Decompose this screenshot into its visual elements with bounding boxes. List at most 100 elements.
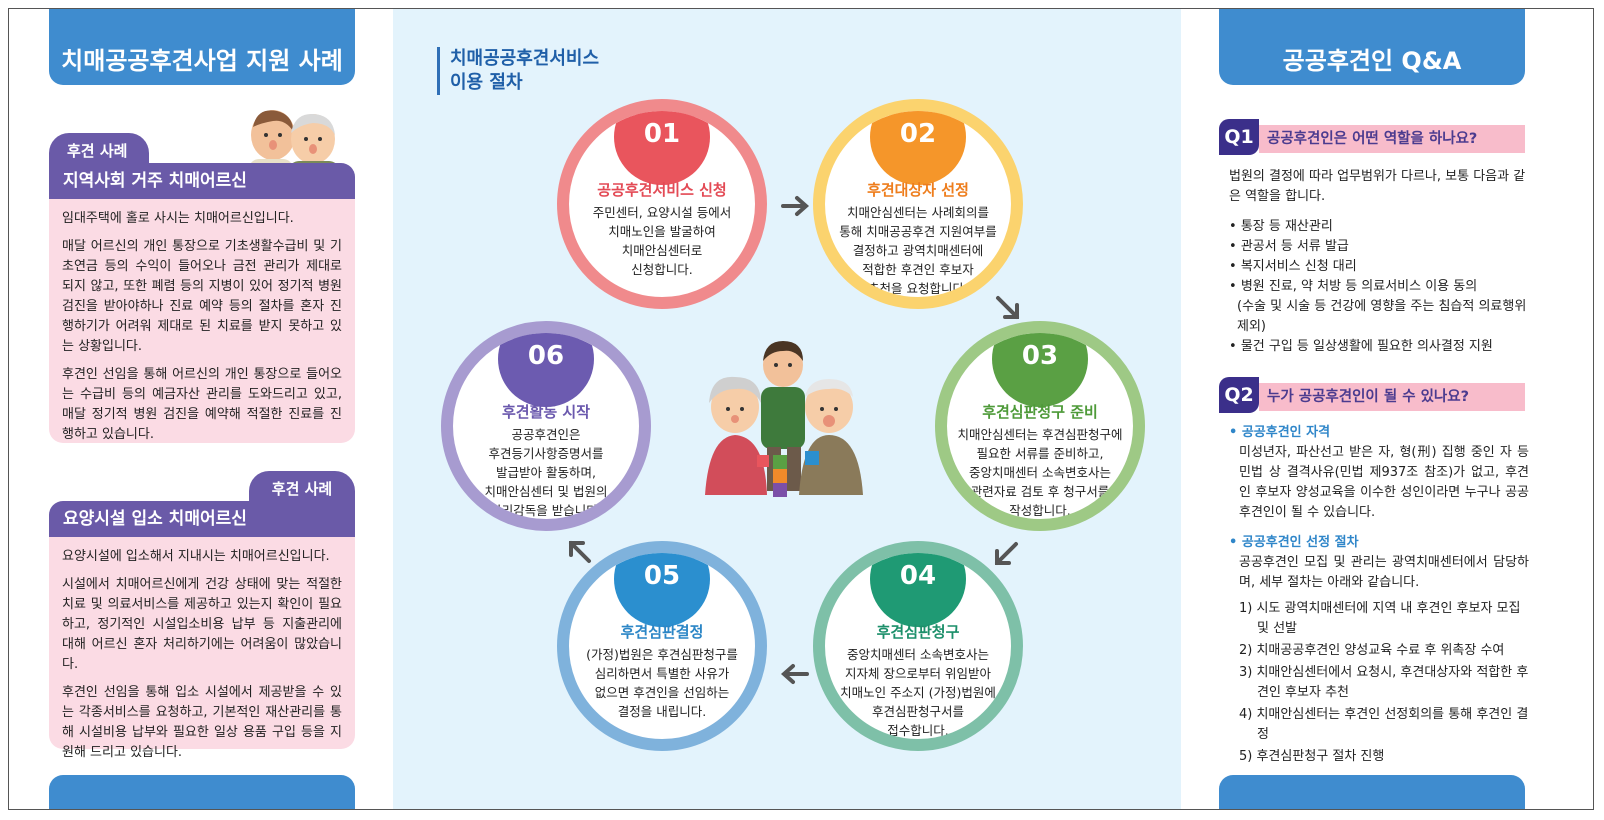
step-description: 공공후견인은 후견등기사항증명서를 발급받아 활동하며, 치매안심센터 및 법원… bbox=[461, 425, 631, 519]
case-panel-header: 치매공공후견사업 지원 사례 bbox=[49, 9, 355, 85]
list-item: 1) 시도 광역치매센터에 지역 내 후견인 후보자 모집 및 선발 bbox=[1239, 601, 1521, 636]
qa-panel-header: 공공후견인 Q&A bbox=[1219, 9, 1525, 85]
q1-answer: 법원의 결정에 따라 업무범위가 다르나, 보통 다음과 같은 역할을 합니다.… bbox=[1229, 167, 1529, 357]
case1-paragraph: 후견인 선임을 통해 어르신의 개인 통장으로 들어오는 수급비 등의 예금자산… bbox=[62, 367, 342, 442]
step-line: 후견등기사항증명서를 bbox=[488, 446, 604, 461]
q1-badge: Q1 bbox=[1219, 119, 1259, 155]
arrow-right-icon bbox=[781, 196, 810, 216]
step-line: 적합한 후견인 후보자 bbox=[862, 262, 974, 277]
step-05: 05 후견심판결정 (가정)법원은 후견심판청구를 심리하면서 특별한 사유가 … bbox=[557, 541, 767, 751]
case1-body: 임대주택에 홀로 사시는 치매어르신입니다. 매달 어르신의 개인 통장으로 기… bbox=[49, 199, 355, 443]
step-description: 치매안심센터는 후견심판청구에 필요한 서류를 준비하고, 중앙치매센터 소속변… bbox=[955, 425, 1125, 519]
step-number: 02 bbox=[870, 111, 966, 185]
procedure-title-line2: 이용 절차 bbox=[450, 72, 523, 93]
step-line: 공공후견인은 bbox=[511, 427, 581, 442]
step-description: 치매안심센터는 사례회의를 통해 치매공공후견 지원여부를 결정하고 광역치매센… bbox=[833, 203, 1003, 297]
arrow-left-icon bbox=[780, 664, 809, 684]
step-title: 후견활동 시작 bbox=[501, 403, 591, 421]
step-line: 신청합니다. bbox=[631, 262, 693, 277]
step-title: 후견대상자 선정 bbox=[867, 181, 969, 199]
step-line: 중앙치매센터 소속변호사는 bbox=[847, 647, 989, 662]
case-panel-footer-tab bbox=[49, 775, 355, 809]
step-01: 01 공공후견서비스 신청 주민센터, 요양시설 등에서 치매노인을 발굴하여 … bbox=[557, 99, 767, 309]
step-title: 후견심판결정 bbox=[620, 623, 704, 641]
q2-qualification-text: 미성년자, 파산선고 받은 자, 형(刑) 집행 중인 자 등 민법 상 결격사… bbox=[1239, 445, 1529, 520]
qa-panel: 공공후견인 Q&A Q1 공공후견인은 어떤 역할을 하나요? 법원의 결정에 … bbox=[1181, 9, 1593, 809]
step-line: 치매안심센터로 bbox=[621, 243, 703, 258]
brochure-page: 치매공공후견사업 지원 사례 후견 사례 1 지역사회 거주 치매어르신 임대주… bbox=[8, 8, 1594, 810]
step-title: 후견심판청구 준비 bbox=[982, 403, 1098, 421]
q1-role-list: 통장 등 재산관리 관공서 등 서류 발급 복지서비스 신청 대리 병원 진료,… bbox=[1229, 217, 1529, 357]
case2-body: 요양시설에 입소해서 지내시는 치매어르신입니다. 시설에서 치매어르신에게 건… bbox=[49, 537, 355, 760]
step-line: 발급받아 활동하며, bbox=[496, 465, 596, 480]
step-line: 작성합니다. bbox=[1009, 503, 1071, 518]
procedure-title: 치매공공후견서비스 이용 절차 bbox=[437, 47, 599, 95]
step-line: 없으면 후견인을 선임하는 bbox=[594, 685, 730, 700]
list-item: 2) 치매공공후견인 양성교육 수료 후 위촉장 수여 bbox=[1239, 643, 1505, 658]
family-illustration bbox=[705, 341, 863, 497]
case1-title: 지역사회 거주 치매어르신 bbox=[49, 163, 355, 199]
q2-procedure-steps: 1) 시도 광역치매센터에 지역 내 후견인 후보자 모집 및 선발 2) 치매… bbox=[1229, 599, 1529, 767]
arrow-down-right-icon bbox=[996, 296, 1019, 319]
step-line: 접수합니다. bbox=[887, 723, 949, 738]
step-line: 필요한 서류를 준비하고, bbox=[976, 446, 1104, 461]
step-line: 치매안심센터는 후견심판청구에 bbox=[957, 427, 1123, 442]
step-line: 관련자료 검토 후 청구서를 bbox=[970, 484, 1110, 499]
procedure-panel: 치매공공후견서비스 이용 절차 01 공공후견서비스 신청 주민센터, 요양시설… bbox=[393, 9, 1181, 809]
step-title: 공공후견서비스 신청 bbox=[597, 181, 727, 199]
q2-question: 누가 공공후견인이 될 수 있나요? bbox=[1259, 383, 1525, 411]
q2-heading-qualification: • 공공후견인 자격 bbox=[1229, 425, 1331, 440]
case2-paragraph: 요양시설에 입소해서 지내시는 치매어르신입니다. bbox=[62, 549, 330, 564]
list-item: 관공서 등 서류 발급 bbox=[1229, 237, 1529, 257]
step-line: 지자체 장으로부터 위임받아 bbox=[845, 666, 991, 681]
qa-panel-footer-tab bbox=[1219, 775, 1525, 809]
list-item: 통장 등 재산관리 bbox=[1229, 217, 1529, 237]
list-item-note: (수술 및 시술 등 건강에 영향을 주는 침습적 의료행위 제외) bbox=[1237, 299, 1527, 334]
q1-intro: 법원의 결정에 따라 업무범위가 다르나, 보통 다음과 같은 역할을 합니다. bbox=[1229, 169, 1526, 204]
step-number: 06 bbox=[498, 333, 594, 407]
list-item: 4) 치매안심센터는 후견인 선정회의를 통해 후견인 결정 bbox=[1239, 707, 1529, 742]
step-line: 주민센터, 요양시설 등에서 bbox=[592, 205, 732, 220]
q2-heading-procedure: • 공공후견인 선정 절차 bbox=[1229, 535, 1359, 550]
q2-answer: • 공공후견인 자격 미성년자, 파산선고 받은 자, 형(刑) 집행 중인 자… bbox=[1229, 423, 1529, 769]
step-number: 01 bbox=[614, 111, 710, 185]
case-panel: 치매공공후견사업 지원 사례 후견 사례 1 지역사회 거주 치매어르신 임대주… bbox=[9, 9, 401, 809]
case1-paragraph: 매달 어르신의 개인 통장으로 기초생활수급비 및 기초연금 등의 수익이 들어… bbox=[62, 239, 342, 354]
step-number: 04 bbox=[870, 553, 966, 627]
step-line: 후견심판청구서를 bbox=[871, 704, 964, 719]
step-line: 통해 치매공공후견 지원여부를 bbox=[839, 224, 997, 239]
list-item: 병원 진료, 약 처방 등 의료서비스 이용 동의 bbox=[1229, 277, 1529, 297]
step-number: 03 bbox=[992, 333, 1088, 407]
step-line: 결정하고 광역치매센터에 bbox=[852, 243, 984, 258]
step-title: 후견심판청구 bbox=[876, 623, 960, 641]
arrow-up-left-icon bbox=[569, 541, 591, 563]
step-line: 관리감독을 받습니다. bbox=[490, 503, 602, 518]
case2-title: 요양시설 입소 치매어르신 bbox=[49, 501, 355, 537]
list-item: 5) 후견심판청구 절차 진행 bbox=[1239, 749, 1385, 764]
step-description: 중앙치매센터 소속변호사는 지자체 장으로부터 위임받아 치매노인 주소지 (가… bbox=[833, 645, 1003, 739]
step-line: 치매안심센터 및 법원의 bbox=[484, 484, 608, 499]
procedure-title-line1: 치매공공후견서비스 bbox=[450, 48, 600, 69]
step-02: 02 후견대상자 선정 치매안심센터는 사례회의를 통해 치매공공후견 지원여부… bbox=[813, 99, 1023, 309]
step-line: (가정)법원은 후견심판청구를 bbox=[586, 647, 738, 662]
q1-question: 공공후견인은 어떤 역할을 하나요? bbox=[1259, 125, 1525, 153]
case2-paragraph: 시설에서 치매어르신에게 건강 상태에 맞는 적절한 치료 및 의료서비스를 제… bbox=[62, 577, 342, 672]
arrow-down-left-icon bbox=[995, 542, 1018, 565]
case2-paragraph: 후견인 선임을 통해 입소 시설에서 제공받을 수 있는 각종서비스를 요청하고… bbox=[62, 685, 342, 760]
step-line: 치매안심센터는 사례회의를 bbox=[847, 205, 989, 220]
step-description: (가정)법원은 후견심판청구를 심리하면서 특별한 사유가 없으면 후견인을 선… bbox=[577, 645, 747, 721]
list-item: 3) 치매안심센터에서 요청시, 후견대상자와 적합한 후견인 후보자 추천 bbox=[1239, 665, 1529, 700]
step-line: 심리하면서 특별한 사유가 bbox=[594, 666, 730, 681]
step-06: 06 후견활동 시작 공공후견인은 후견등기사항증명서를 발급받아 활동하며, … bbox=[441, 321, 651, 531]
step-line: 결정을 내립니다. bbox=[617, 704, 707, 719]
step-line: 추천을 요청합니다. bbox=[868, 281, 968, 296]
list-item: 물건 구입 등 일상생활에 필요한 의사결정 지원 bbox=[1229, 337, 1529, 357]
case1-paragraph: 임대주택에 홀로 사시는 치매어르신입니다. bbox=[62, 211, 294, 226]
step-03: 03 후견심판청구 준비 치매안심센터는 후견심판청구에 필요한 서류를 준비하… bbox=[935, 321, 1145, 531]
q2-procedure-text: 공공후견인 모집 및 관리는 광역치매센터에서 담당하며, 세부 절차는 아래와… bbox=[1239, 555, 1529, 590]
step-description: 주민센터, 요양시설 등에서 치매노인을 발굴하여 치매안심센터로 신청합니다. bbox=[577, 203, 747, 279]
step-number: 05 bbox=[614, 553, 710, 627]
step-04: 04 후견심판청구 중앙치매센터 소속변호사는 지자체 장으로부터 위임받아 치… bbox=[813, 541, 1023, 751]
q2-badge: Q2 bbox=[1219, 377, 1259, 413]
step-line: 중앙치매센터 소속변호사는 bbox=[969, 465, 1111, 480]
